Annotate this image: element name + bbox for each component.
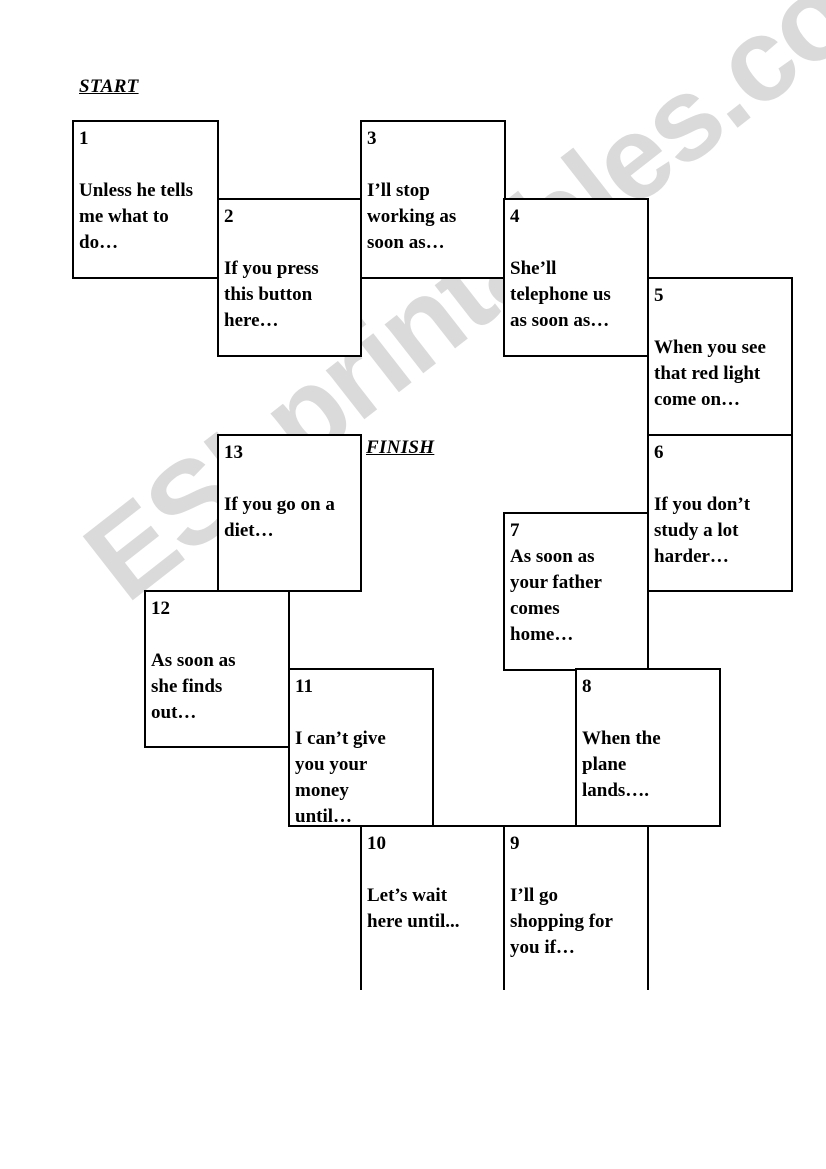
board-cell-10: 10 Let’s wait here until... <box>360 825 505 990</box>
finish-label: FINISH <box>366 437 435 458</box>
cell-number: 7 <box>510 520 520 541</box>
cell-number: 4 <box>510 206 520 227</box>
cell-text: When the plane lands…. <box>582 728 661 801</box>
cell-text: As soon as she finds out… <box>151 650 236 723</box>
cell-number: 3 <box>367 128 377 149</box>
cell-number: 8 <box>582 676 592 697</box>
cell-number: 12 <box>151 598 170 619</box>
board-cell-8: 8 When the plane lands…. <box>575 668 721 827</box>
cell-text: If you press this button here… <box>224 258 319 331</box>
cell-text: As soon as your father comes home… <box>510 546 602 645</box>
cell-number: 5 <box>654 285 664 306</box>
cell-text: I can’t give you your money until… <box>295 728 386 827</box>
cell-text: I’ll stop working as soon as… <box>367 180 457 253</box>
board-cell-4: 4 She’ll telephone us as soon as… <box>503 198 649 357</box>
board-divider-line <box>432 825 577 827</box>
board-cell-13: 13 If you go on a diet… <box>217 434 362 592</box>
cell-number: 10 <box>367 833 386 854</box>
cell-text: Let’s wait here until... <box>367 885 460 932</box>
board-cell-9: 9 I’ll go shopping for you if… <box>503 825 649 990</box>
board-cell-6: 6 If you don’t study a lot harder… <box>647 434 793 592</box>
board-cell-3: 3 I’ll stop working as soon as… <box>360 120 506 279</box>
board-cell-7: 7 As soon as your father comes home… <box>503 512 649 671</box>
cell-text: If you don’t study a lot harder… <box>654 494 751 567</box>
cell-number: 9 <box>510 833 520 854</box>
cell-number: 1 <box>79 128 89 149</box>
board-cell-11: 11 I can’t give you your money until… <box>288 668 434 827</box>
board-cell-5: 5 When you see that red light come on… <box>647 277 793 436</box>
cell-number: 13 <box>224 442 243 463</box>
cell-text: Unless he tells me what to do… <box>79 180 193 253</box>
board-cell-1: 1 Unless he tells me what to do… <box>72 120 219 279</box>
start-label: START <box>79 76 139 97</box>
cell-number: 2 <box>224 206 234 227</box>
board-divider-line <box>288 590 290 670</box>
cell-number: 11 <box>295 676 313 697</box>
board-cell-2: 2 If you press this button here… <box>217 198 362 357</box>
cell-text: If you go on a diet… <box>224 494 335 541</box>
cell-number: 6 <box>654 442 664 463</box>
cell-text: When you see that red light come on… <box>654 337 766 410</box>
cell-text: She’ll telephone us as soon as… <box>510 258 611 331</box>
cell-text: I’ll go shopping for you if… <box>510 885 613 958</box>
board-cell-12: 12 As soon as she finds out… <box>144 590 290 748</box>
